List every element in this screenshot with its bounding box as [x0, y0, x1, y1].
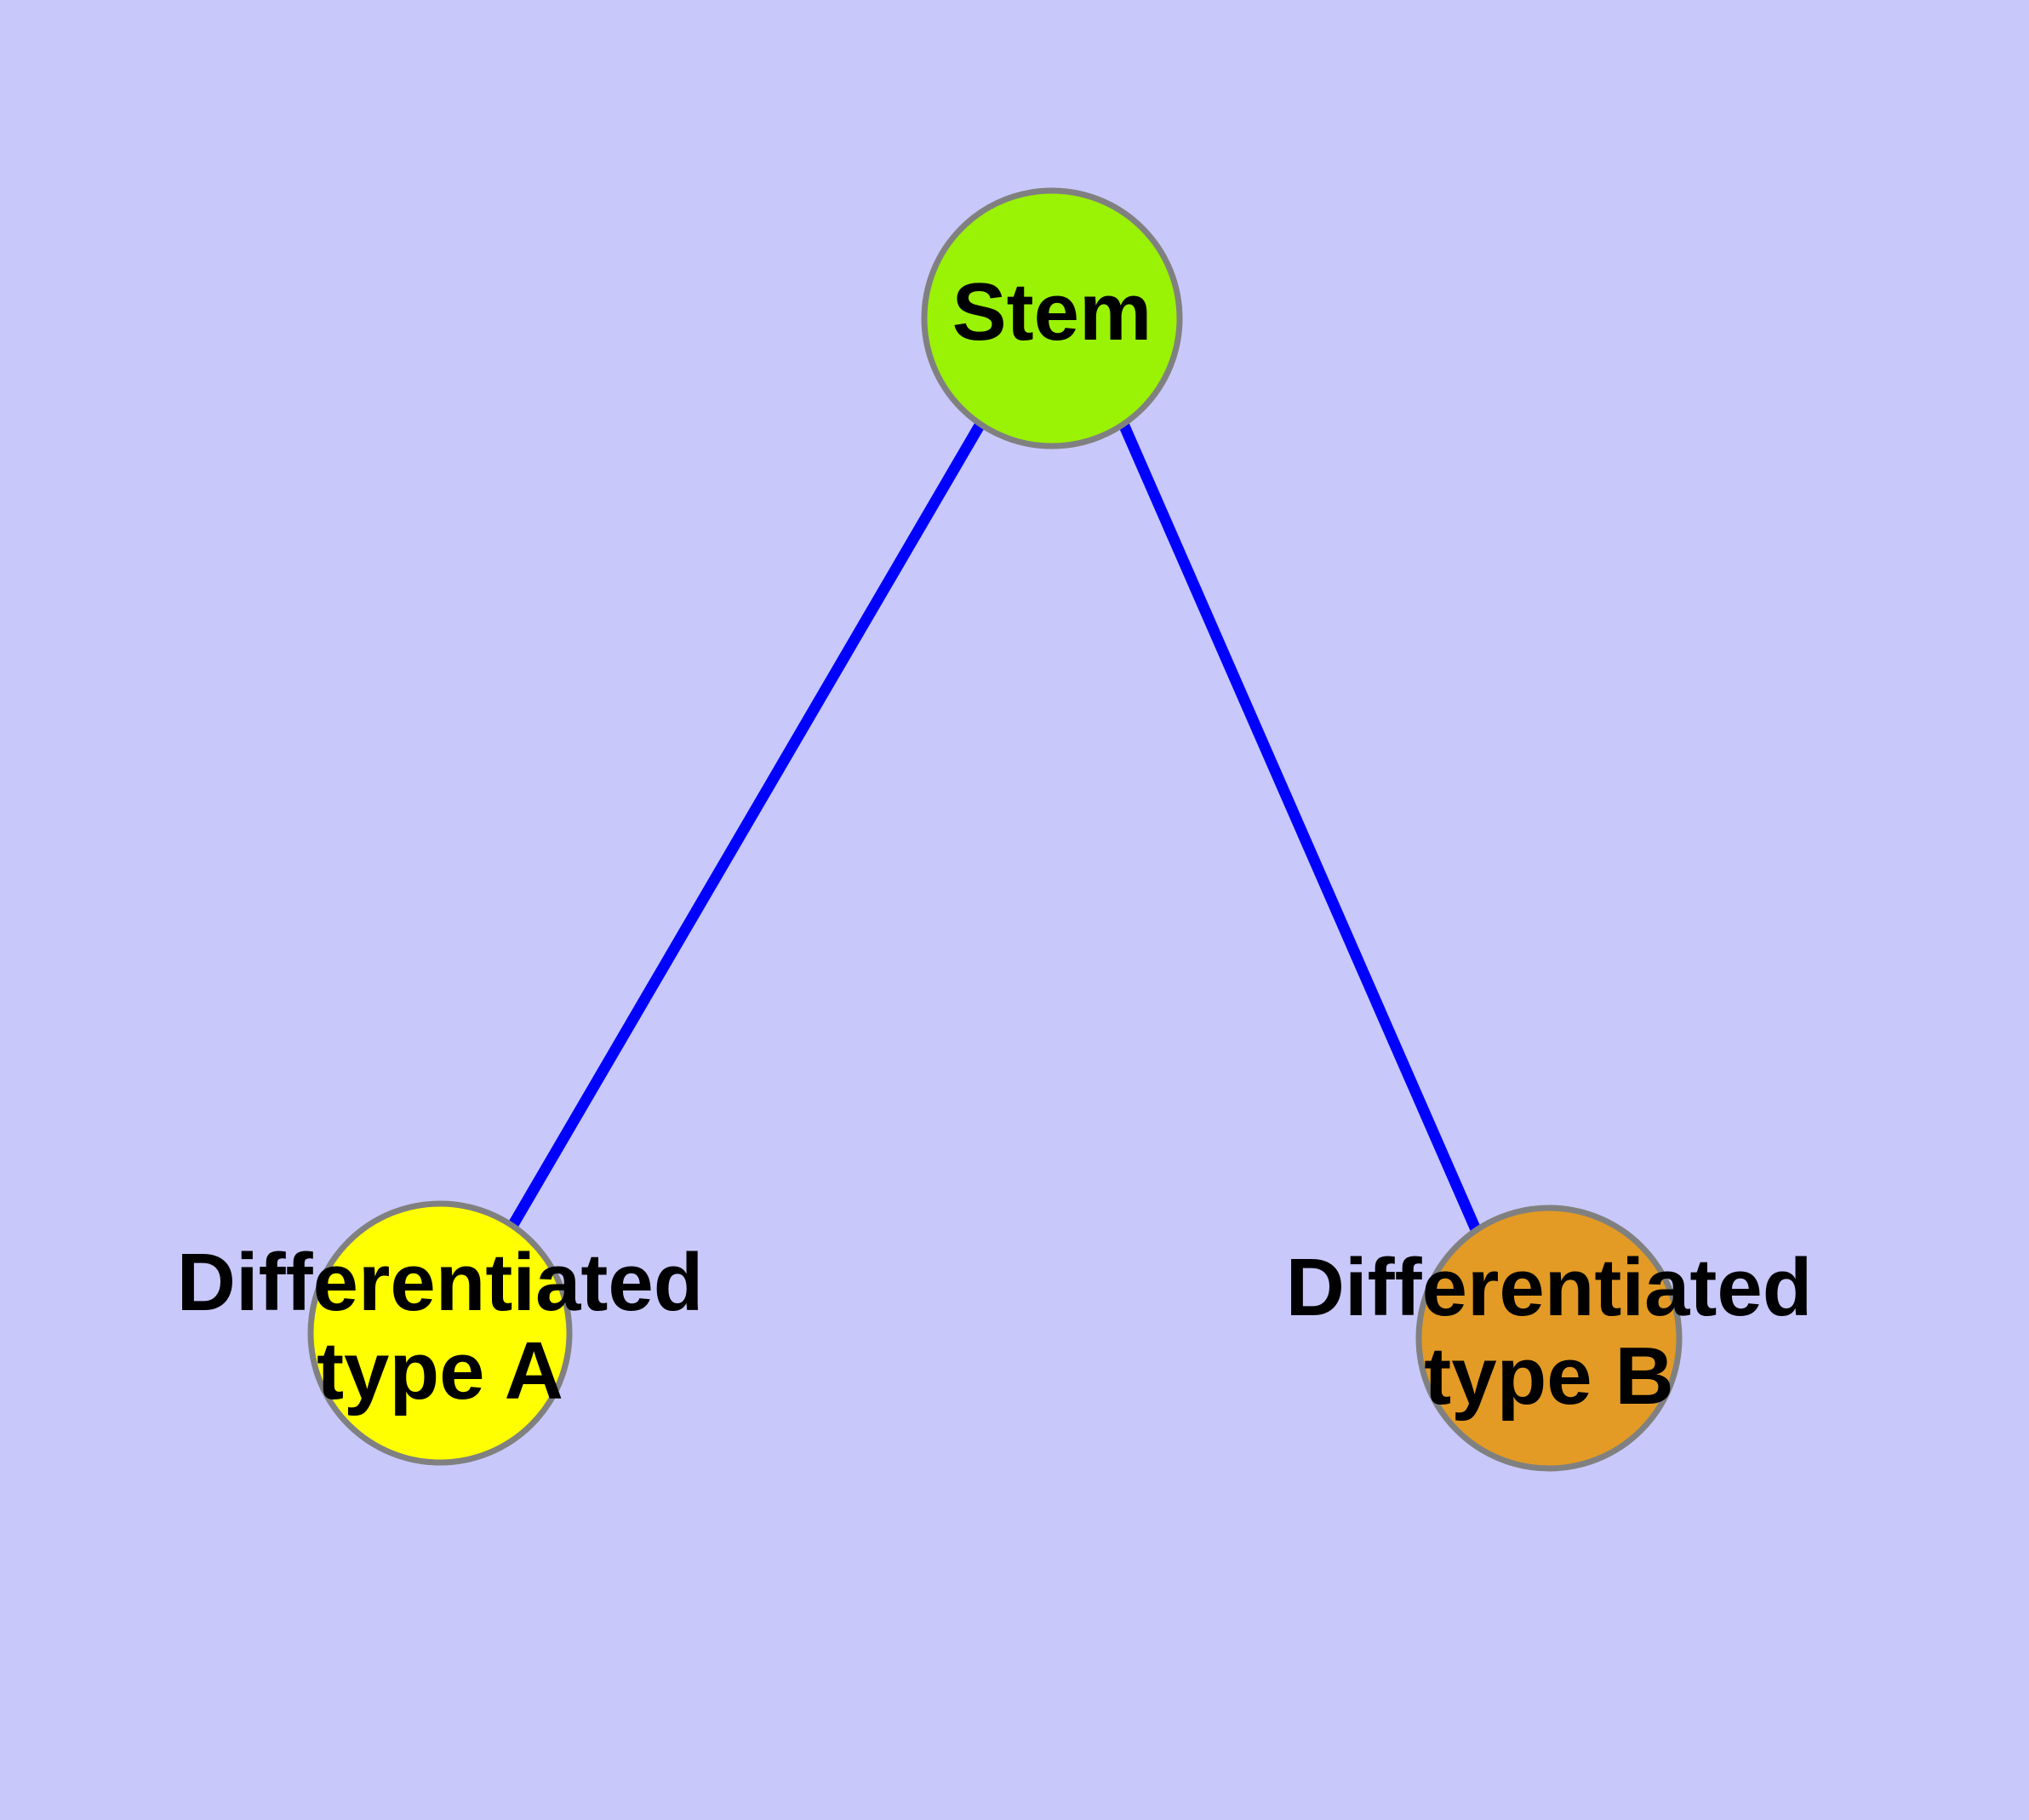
graph-edge-stem-to-diff-b[interactable] — [1118, 421, 1483, 1236]
edges-group — [506, 421, 1483, 1236]
label-line: Stem — [952, 266, 1152, 358]
label-line: Differentiated — [177, 1238, 704, 1329]
nodes-group — [307, 187, 1683, 1472]
label-line: type A — [317, 1325, 563, 1417]
label-line: Differentiated — [1286, 1243, 1813, 1334]
graph-edge-stem-to-diff-a[interactable] — [506, 421, 986, 1231]
graph-node-diff-b[interactable] — [1415, 1205, 1683, 1472]
graph-node-label-stem: Stem — [952, 266, 1152, 358]
label-line: type B — [1424, 1331, 1673, 1422]
graph-node-stem[interactable] — [921, 187, 1183, 449]
graph-node-diff-a[interactable] — [307, 1200, 573, 1466]
